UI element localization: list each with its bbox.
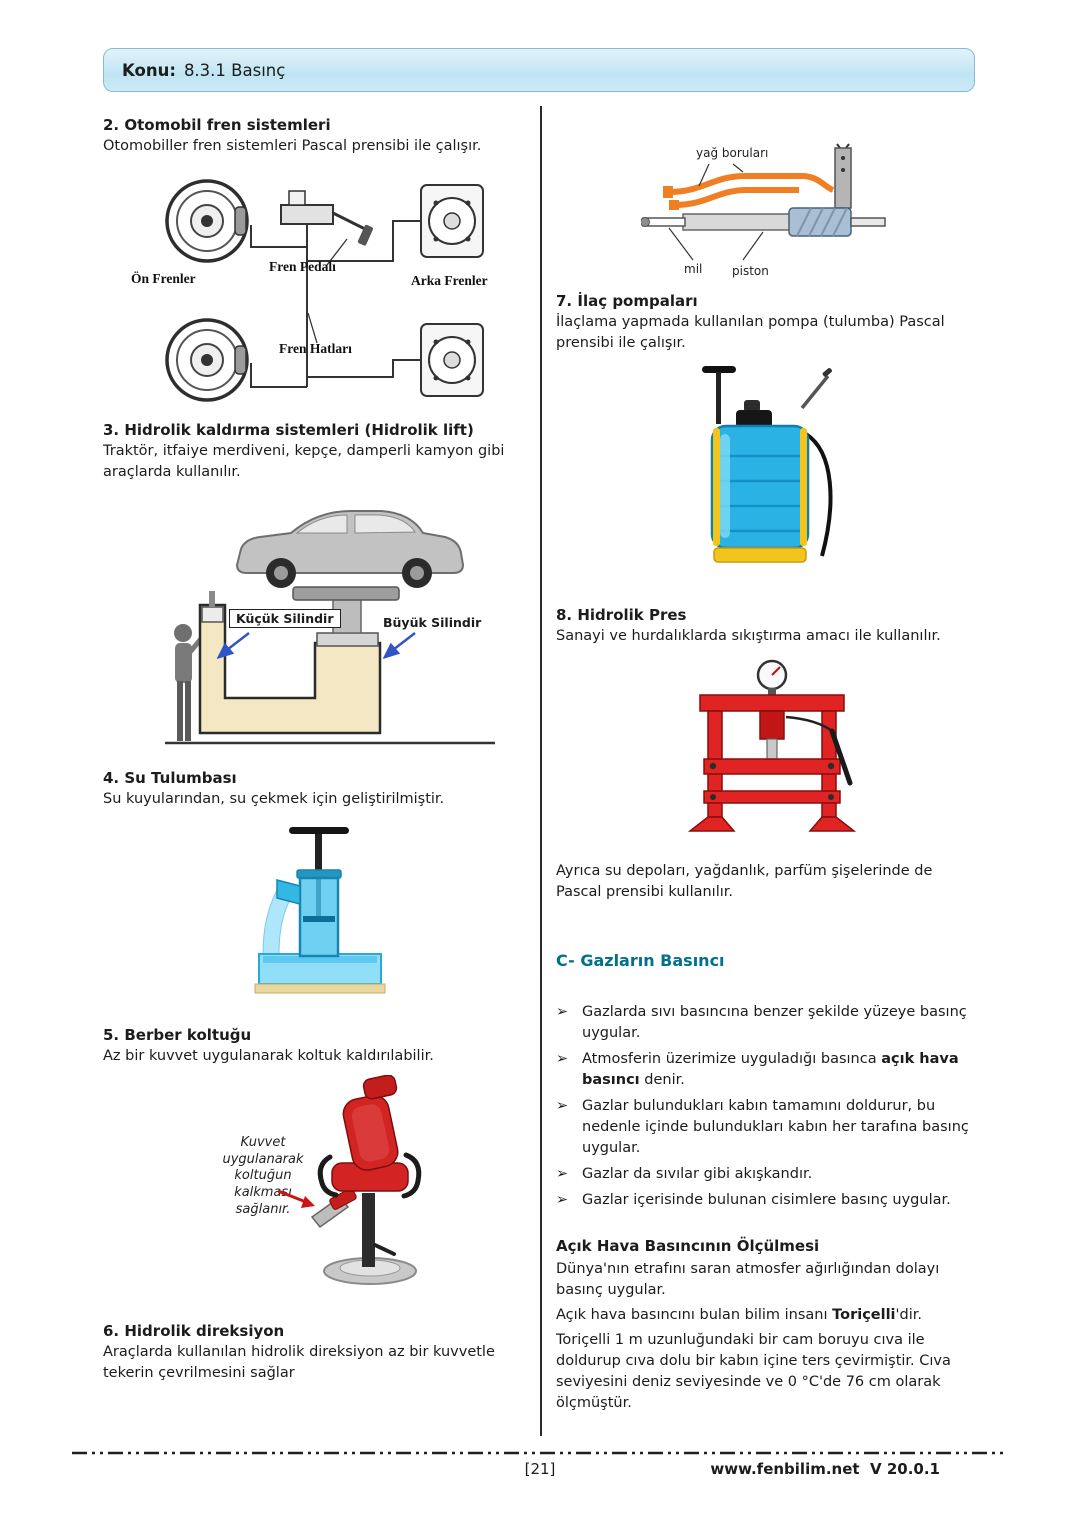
section-title: 5. Berber koltuğu [103, 1026, 252, 1045]
section-body: İlaçlama yapmada kullanılan pompa (tulum… [556, 314, 945, 352]
arrowhead-bullet-icon: ➢ [556, 1192, 569, 1209]
section-body: Traktör, itfaiye merdiveni, kepçe, dampe… [103, 443, 505, 481]
section-body: Otomobiller fren sistemleri Pascal prens… [103, 138, 482, 154]
arrowhead-bullet-icon: ➢ [556, 1098, 569, 1115]
topic-value: 8.3.1 Basınç [183, 60, 286, 80]
bullet-text: Atmosferin üzerimize uyguladığı basınca … [582, 1051, 959, 1089]
section-hydraulic-press: 8. Hidrolik Pres Sanayi ve hurdalıklarda… [556, 606, 980, 647]
section-title: 6. Hidrolik direksiyon [103, 1322, 285, 1341]
water-pump-figure [103, 824, 530, 1008]
lift-small-cylinder-label: Küçük Silindir [229, 609, 341, 629]
brake-rear-label: Arka Frenler [411, 273, 488, 289]
gases-section-title: C- Gazların Basıncı [556, 951, 725, 971]
section-title: 7. İlaç pompaları [556, 292, 698, 310]
section-title: 2. Otomobil fren sistemleri [103, 116, 331, 134]
pascal-note: Ayrıca su depoları, yağdanlık, parfüm şi… [556, 863, 933, 901]
arrowhead-bullet-icon: ➢ [556, 1166, 569, 1183]
section-body: Az bir kuvvet uygulanarak koltuk kaldırı… [103, 1048, 434, 1065]
bullet-text: Gazlar içerisinde bulunan cisimlere bası… [582, 1192, 951, 1209]
open-air-paragraph-1: Dünya'nın etrafını saran atmosfer ağırlı… [556, 1261, 940, 1299]
hydraulic-press-figure [556, 655, 980, 847]
bullet-item: ➢ Gazlar bulundukları kabın tamamını dol… [556, 1096, 980, 1159]
car-illustration [235, 510, 465, 589]
bullet-text: Gazlar da sıvılar gibi akışkandır. [582, 1166, 813, 1183]
pesticide-sprayer-figure [556, 364, 980, 598]
column-divider [540, 106, 542, 1436]
bullet-item: ➢ Gazlarda sıvı basıncına benzer şekilde… [556, 1002, 980, 1044]
section-car-brakes: 2. Otomobil fren sistemleri Otomobiller … [103, 116, 530, 157]
hydraulic-lift-illustration [165, 510, 495, 745]
barber-chair-illustration [278, 1075, 422, 1286]
section-spray-pumps: 7. İlaç pompaları İlaçlama yapmada kulla… [556, 292, 980, 354]
hydraulic-lift-figure: Küçük Silindir Büyük Silindir [103, 493, 530, 759]
section-hydraulic-steering: 6. Hidrolik direksiyon Araçlarda kullanı… [103, 1322, 530, 1384]
lift-big-cylinder-label: Büyük Silindir [381, 615, 484, 631]
arrowhead-bullet-icon: ➢ [556, 1004, 569, 1021]
hydraulic-steering-figure: yağ boruları mil piston [556, 142, 980, 284]
section-title: 4. Su Tulumbası [103, 769, 237, 788]
gases-bullet-list: ➢ Gazlarda sıvı basıncına benzer şekilde… [556, 1002, 980, 1211]
page-number: [21] [524, 1460, 556, 1478]
barber-chair-figure: Kuvvet uygulanarak koltuğun kalkması sağ… [103, 1075, 530, 1310]
section-body: Su kuyularından, su çekmek için geliştir… [103, 791, 445, 808]
open-air-paragraph-2: Açık hava basıncını bulan bilim insanı T… [556, 1307, 922, 1324]
section-body: Araçlarda kullanılan hidrolik direksiyon… [103, 1344, 495, 1382]
footer-dashed-rule [72, 1441, 1008, 1460]
open-air-paragraph-3: Toriçelli 1 m uzunluğundaki bir cam boru… [556, 1332, 951, 1412]
bullet-text: Gazlarda sıvı basıncına benzer şekilde y… [582, 1004, 967, 1042]
bullet-item: ➢ Atmosferin üzerimize uyguladığı basınc… [556, 1049, 980, 1091]
steering-piston-label: piston [732, 264, 769, 278]
topic-header: Konu: 8.3.1 Basınç [103, 48, 975, 92]
section-body: Sanayi ve hurdalıklarda sıkıştırma amacı… [556, 628, 941, 645]
water-pump-illustration [254, 827, 386, 994]
section-hydraulic-lift: 3. Hidrolik kaldırma sistemleri (Hidroli… [103, 421, 530, 483]
site-version: www.fenbilim.net V 20.0.1 [710, 1460, 940, 1478]
version-label: V 20.0.1 [870, 1460, 940, 1478]
section-title: 8. Hidrolik Pres [556, 606, 687, 625]
section-water-pump: 4. Su Tulumbası Su kuyularından, su çekm… [103, 769, 530, 810]
section-barber-chair: 5. Berber koltuğu Az bir kuvvet uygulana… [103, 1026, 530, 1067]
steering-shaft-label: mil [684, 262, 703, 276]
hydraulic-steering-illustration [641, 143, 886, 261]
page-footer: [21] www.fenbilim.net V 20.0.1 [0, 1460, 1080, 1484]
left-column: 2. Otomobil fren sistemleri Otomobiller … [103, 106, 530, 1436]
bullet-text: Gazlar bulundukları kabın tamamını doldu… [582, 1098, 969, 1157]
steering-pipes-label: yağ boruları [696, 146, 769, 160]
hydraulic-press-illustration [687, 659, 857, 832]
bullet-item: ➢ Gazlar da sıvılar gibi akışkandır. [556, 1164, 980, 1185]
section-title: 3. Hidrolik kaldırma sistemleri (Hidroli… [103, 421, 474, 440]
pesticide-sprayer-illustration [702, 366, 833, 563]
chair-annotation: Kuvvet uygulanarak koltuğun kalkması sağ… [222, 1135, 304, 1217]
brake-pedal-label: Fren Pedalı [269, 259, 336, 275]
car-brake-system-illustration [165, 179, 484, 402]
site-url: www.fenbilim.net [710, 1460, 860, 1478]
bullet-item: ➢ Gazlar içerisinde bulunan cisimlere ba… [556, 1190, 980, 1211]
topic-label: Konu: [122, 60, 176, 80]
open-air-pressure-title: Açık Hava Basıncının Ölçülmesi [556, 1237, 820, 1256]
content-columns: 2. Otomobil fren sistemleri Otomobiller … [103, 106, 980, 1436]
car-brake-system-figure: Ön Frenler Fren Pedalı Arka Frenler Fren… [103, 163, 530, 413]
right-column: yağ boruları mil piston 7. İlaç pompalar… [556, 106, 980, 1436]
arrowhead-bullet-icon: ➢ [556, 1051, 569, 1068]
brake-front-label: Ön Frenler [131, 271, 196, 287]
brake-lines-label: Fren Hatları [279, 341, 352, 357]
